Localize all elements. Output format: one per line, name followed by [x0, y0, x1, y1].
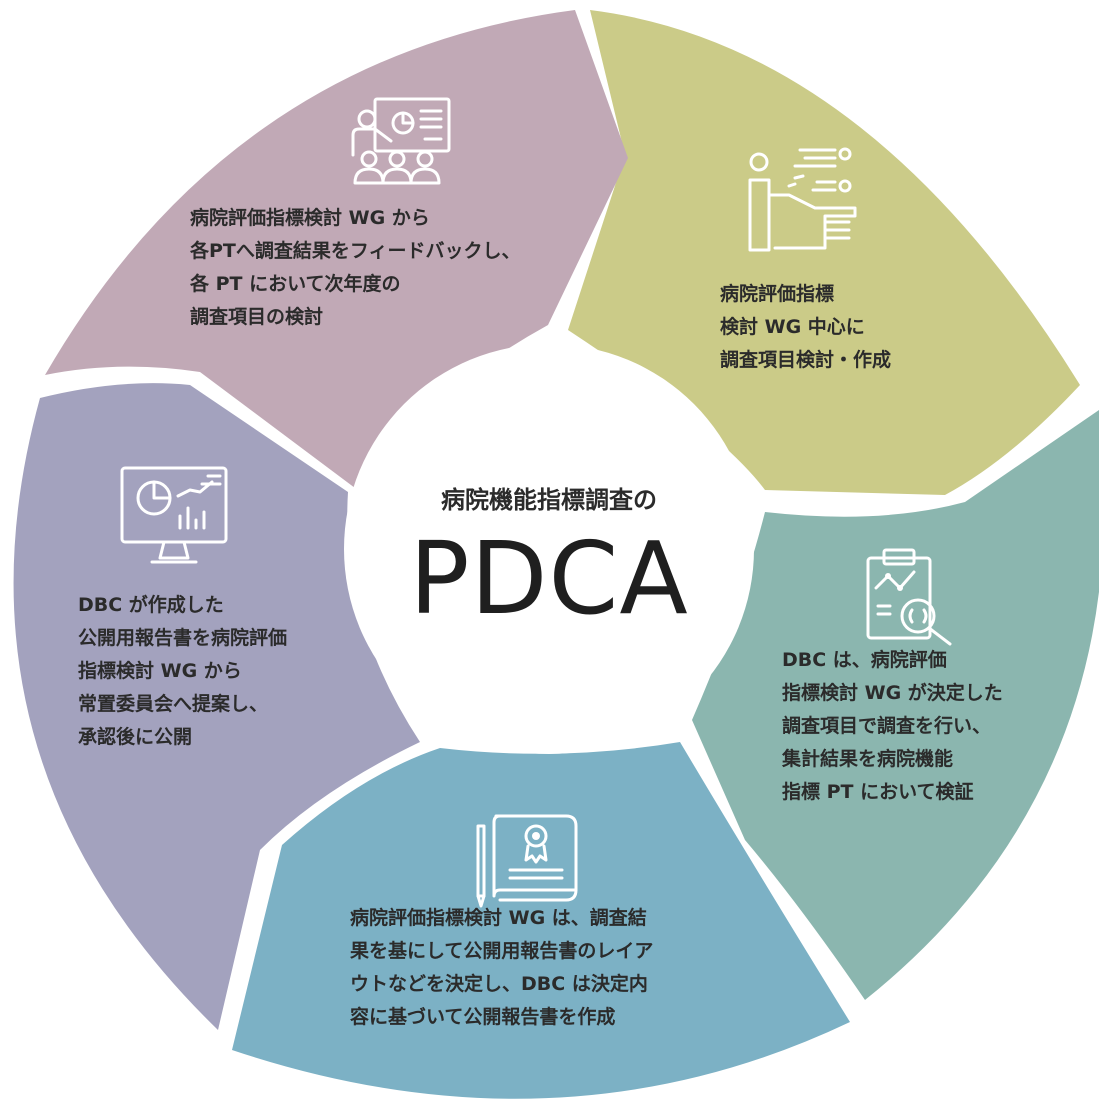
presenter-pointing-icon	[748, 147, 857, 252]
segment-publish	[13, 383, 420, 1030]
presentation-audience-icon	[351, 97, 451, 185]
segment-do	[692, 410, 1099, 1000]
certificate-pen-icon	[476, 814, 578, 908]
monitor-chart-icon	[120, 466, 228, 564]
segment-plan	[568, 10, 1080, 495]
segment-act-text: 病院評価指標検討 WG から 各PTへ調査結果をフィードバックし、 各 PT に…	[190, 207, 521, 328]
segment-report	[232, 742, 850, 1099]
center-acronym: PDCA	[409, 520, 689, 637]
segment-report-text: 病院評価指標検討 WG は、調査結 果を基にして公開用報告書のレイア ウトなどを…	[350, 907, 654, 1028]
segment-plan-text: 病院評価指標 検討 WG 中心に 調査項目検討・作成	[720, 283, 892, 371]
clipboard-magnifier-icon	[866, 548, 952, 646]
center-title: 病院機能指標調査の	[441, 486, 657, 514]
segment-do-text: DBC は、病院評価 指標検討 WG が決定した 調査項目で調査を行い、 集計結…	[782, 649, 1003, 803]
segment-publish-text: DBC が作成した 公開用報告書を病院評価 指標検討 WG から 常置委員会へ提…	[78, 594, 288, 748]
center-circle	[344, 344, 754, 754]
segment-act	[45, 10, 628, 488]
